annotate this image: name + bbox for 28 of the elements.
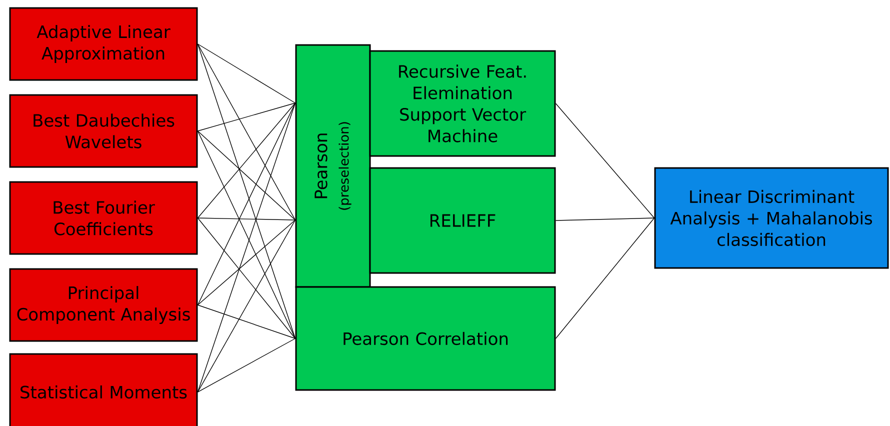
connector-line [197, 218, 296, 220]
connector-line [197, 102, 296, 392]
connector-line [197, 102, 296, 306]
feature-box: Adaptive Linear Approximation [9, 7, 198, 81]
connector-line [197, 220, 296, 392]
connector-line [197, 130, 296, 220]
connector-line [555, 218, 655, 339]
selection-box: Recursive Feat. Elemination Support Vector Machine [369, 50, 556, 157]
connector-line [555, 218, 655, 221]
feature-box: Principal Component Analysis [9, 268, 198, 342]
connector-line [197, 44, 296, 220]
selection-box: RELIEFF [369, 167, 556, 274]
selection-box: Pearson (preselection) [295, 44, 371, 288]
feature-box: Best Daubechies Wavelets [9, 94, 198, 168]
connector-line [197, 130, 296, 339]
classifier-box: Linear Discriminant Analysis + Mahalanobis classification [654, 167, 889, 269]
connector-line [555, 103, 655, 218]
connector-line [197, 102, 296, 218]
connector-line [197, 44, 296, 104]
connector-line [197, 44, 296, 339]
connector-line [197, 102, 296, 132]
feature-box: Best Fourier Coefficients [9, 181, 198, 255]
connector-line [197, 338, 296, 392]
selection-box: Pearson Correlation [295, 286, 556, 391]
connector-line [197, 304, 296, 339]
feature-box: Statistical Moments [9, 353, 198, 426]
connector-line [197, 220, 296, 306]
connector-line [197, 218, 296, 339]
